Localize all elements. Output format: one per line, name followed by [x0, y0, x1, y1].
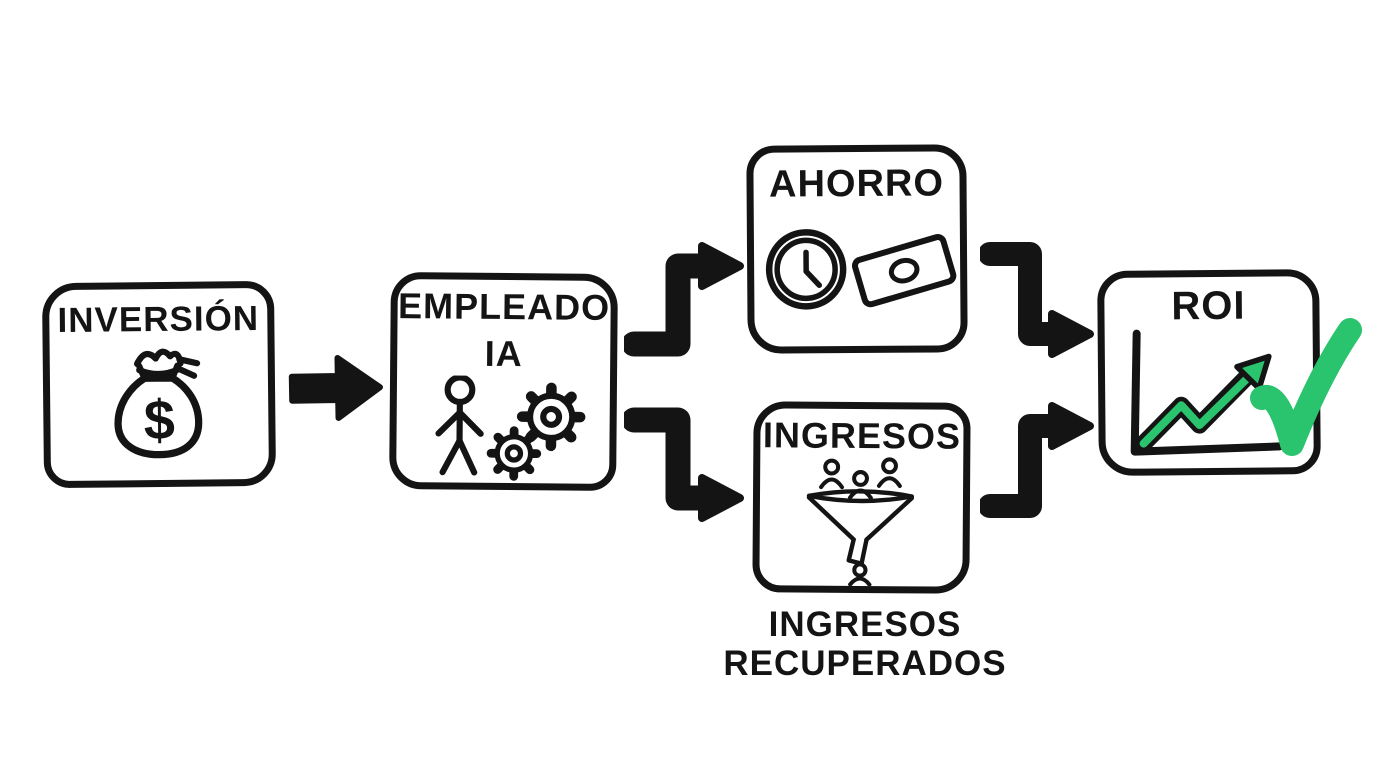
chart-axes — [1130, 329, 1284, 456]
person-icon — [847, 469, 873, 500]
gear-small-icon — [486, 425, 541, 481]
person-icon — [847, 562, 871, 587]
person-icon — [818, 458, 844, 490]
node-ahorro: AHORRO — [746, 144, 968, 354]
gears-icon — [486, 382, 585, 481]
checkmark-icon — [1250, 318, 1362, 456]
arrow-empleado-to-ingresos — [624, 407, 744, 522]
arrow-inversion-to-empleado — [288, 354, 383, 421]
stick-figure-icon — [434, 374, 484, 476]
funnel-icon — [806, 489, 914, 566]
banknote-icon — [851, 234, 957, 308]
caption-line2: RECUPERADOS — [723, 643, 1007, 683]
node-inversion: INVERSIÓN $ — [41, 280, 277, 489]
arrow-empleado-to-ahorro — [624, 242, 744, 357]
gear-large-icon — [516, 382, 585, 451]
dollar-sign: $ — [144, 388, 176, 451]
node-ingresos: INGRESOS — [752, 401, 971, 594]
clock-icon — [765, 229, 847, 310]
money-bag-icon: $ — [114, 348, 203, 459]
bag-tie — [136, 356, 201, 379]
node-inversion-label: INVERSIÓN — [57, 298, 260, 341]
funnel-with-people-icon — [806, 457, 914, 587]
node-roi: ROI — [1097, 269, 1321, 476]
node-empleado-label-line2: IA — [484, 332, 523, 375]
node-empleado-ia: EMPLEADO IA — [389, 272, 618, 491]
node-ingresos-label: INGRESOS — [762, 414, 962, 457]
caption-line1: INGRESOS — [768, 605, 962, 644]
trend-arrow-icon — [1135, 353, 1272, 453]
node-empleado-label-line1: EMPLEADO — [397, 285, 611, 328]
arrow-ingresos-to-roi — [980, 402, 1094, 518]
arrow-ahorro-to-roi — [980, 242, 1094, 358]
node-ahorro-label: AHORRO — [768, 162, 945, 206]
ahorro-icons — [765, 229, 957, 310]
bag-bow — [133, 348, 184, 367]
caption-ingresos-recuperados: INGRESOS RECUPERADOS — [700, 605, 1030, 683]
empleado-icons — [434, 374, 585, 481]
person-icon — [876, 457, 902, 488]
growth-chart-icon — [1130, 329, 1284, 456]
